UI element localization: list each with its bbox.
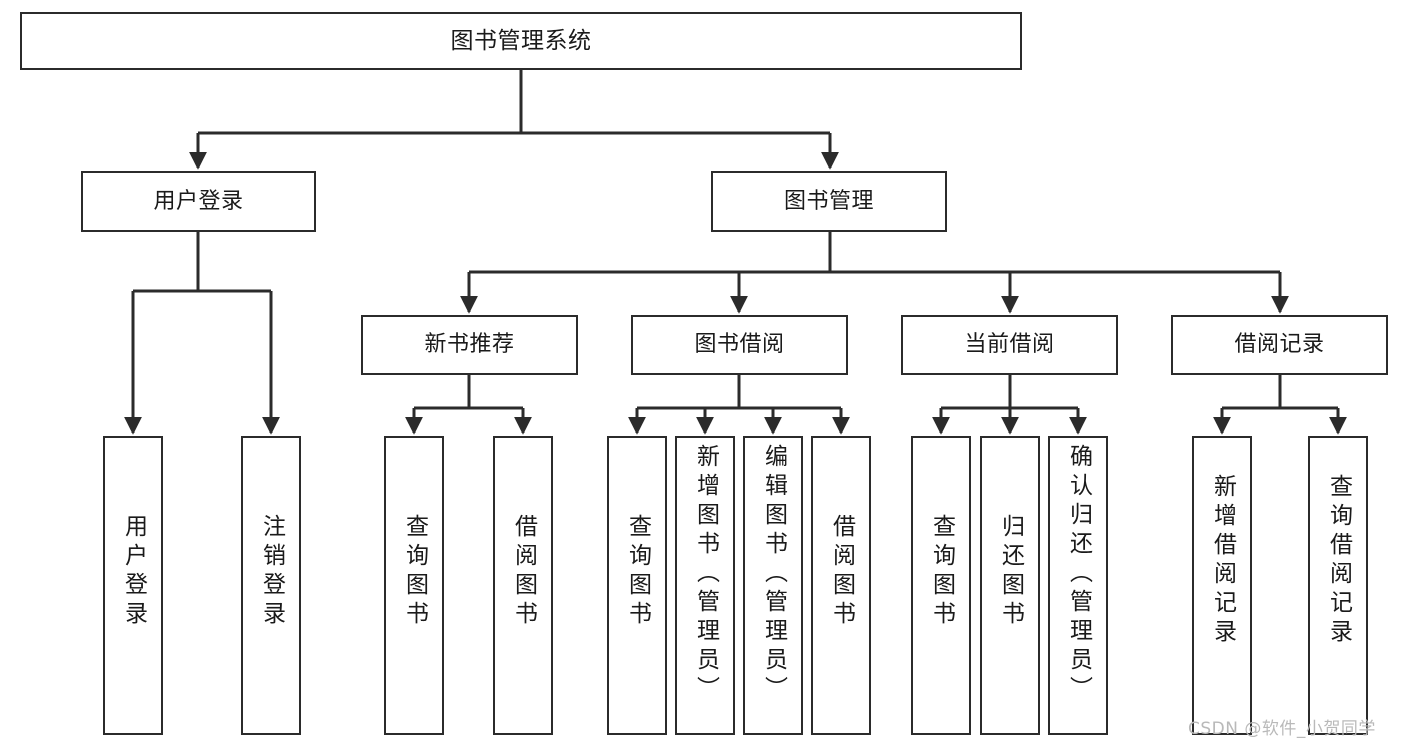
node-label: 归还图书 (997, 514, 1024, 630)
leaf-new-book-borrow[interactable]: 借阅图书 (493, 436, 553, 735)
leaf-borrow-records-query[interactable]: 查询借阅记录 (1308, 436, 1368, 735)
node-new-book-recommend[interactable]: 新书推荐 (361, 315, 578, 375)
leaf-user-login-logout[interactable]: 注销登录 (241, 436, 301, 735)
leaf-book-borrow-edit[interactable]: 编辑图书（管理员） (743, 436, 803, 735)
node-current-borrow[interactable]: 当前借阅 (901, 315, 1118, 375)
node-label: 查询图书 (928, 514, 955, 630)
node-book-management[interactable]: 图书管理 (711, 171, 947, 232)
node-user-login[interactable]: 用户登录 (81, 171, 316, 232)
node-book-borrow[interactable]: 图书借阅 (631, 315, 848, 375)
node-label: 图书管理系统 (450, 27, 592, 54)
node-label: 查询借阅记录 (1325, 474, 1352, 648)
leaf-current-borrow-query[interactable]: 查询图书 (911, 436, 971, 735)
node-label: 用户登录 (120, 514, 147, 630)
leaf-current-borrow-return[interactable]: 归还图书 (980, 436, 1040, 735)
node-root-system[interactable]: 图书管理系统 (20, 12, 1022, 70)
node-label: 新增图书（管理员） (692, 444, 719, 705)
node-label: 注销登录 (258, 514, 285, 630)
leaf-borrow-records-add[interactable]: 新增借阅记录 (1192, 436, 1252, 735)
node-label: 借阅图书 (828, 514, 855, 630)
leaf-new-book-query[interactable]: 查询图书 (384, 436, 444, 735)
leaf-user-login-login[interactable]: 用户登录 (103, 436, 163, 735)
node-borrow-records[interactable]: 借阅记录 (1171, 315, 1388, 375)
leaf-book-borrow-add[interactable]: 新增图书（管理员） (675, 436, 735, 735)
node-label: 查询图书 (624, 514, 651, 630)
node-label: 借阅图书 (510, 514, 537, 630)
node-label: 新增借阅记录 (1209, 474, 1236, 648)
node-label: 图书管理 (783, 188, 874, 214)
node-label: 当前借阅 (964, 332, 1055, 357)
node-label: 查询图书 (401, 514, 428, 630)
node-label: 新书推荐 (424, 332, 515, 357)
node-label: 编辑图书（管理员） (760, 444, 787, 705)
node-label: 图书借阅 (694, 332, 785, 357)
node-label: 确认归还（管理员） (1065, 444, 1092, 705)
node-label: 用户登录 (153, 188, 244, 214)
leaf-book-borrow-query[interactable]: 查询图书 (607, 436, 667, 735)
watermark: CSDN @软件_小贺同学 (1188, 719, 1376, 739)
leaf-book-borrow-borrow[interactable]: 借阅图书 (811, 436, 871, 735)
node-label: 借阅记录 (1234, 332, 1325, 357)
leaf-current-borrow-confirm-return[interactable]: 确认归还（管理员） (1048, 436, 1108, 735)
